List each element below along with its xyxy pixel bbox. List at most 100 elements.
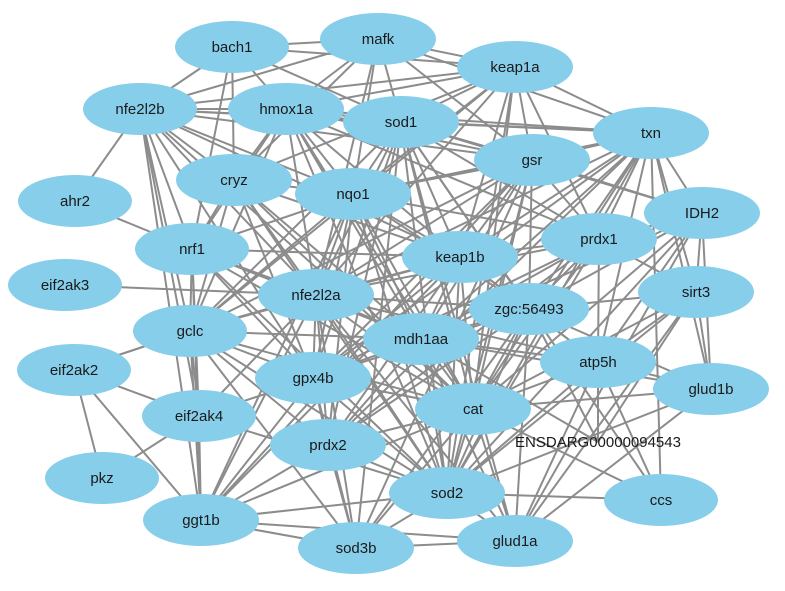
edge-nfe2l2a-sod2	[315, 294, 448, 494]
node-ellipse-prdx2	[270, 419, 386, 471]
node-ellipse-glud1a	[457, 515, 573, 567]
node-ellipse-ahr2	[18, 175, 132, 227]
edge-nfe2l2b-gsr	[139, 108, 533, 161]
edge-glud1b-sod2	[446, 388, 712, 494]
node-ccs: ccs	[604, 474, 718, 526]
node-label-gsr: gsr	[522, 152, 543, 169]
node-ellipse-atp5h	[540, 336, 656, 388]
node-label-zgc56493: zgc:56493	[494, 301, 563, 318]
edge-nqo1-ggt1b	[200, 193, 354, 521]
edge-gsr-nfe2l2a	[315, 159, 533, 296]
edge-gclc-sod2	[189, 330, 448, 494]
node-ellipse-nrf1	[135, 223, 249, 275]
node-eif2ak3: eif2ak3	[8, 259, 122, 311]
edge-glud1b-glud1a	[514, 388, 712, 542]
node-label-ahr2: ahr2	[60, 193, 90, 210]
node-label-prdx1: prdx1	[580, 231, 618, 248]
node-prdx1: prdx1	[541, 213, 657, 265]
node-label-cat: cat	[463, 401, 484, 418]
node-nqo1: nqo1	[295, 168, 411, 220]
node-ellipse-bach1	[175, 21, 289, 73]
node-pkz: pkz	[45, 452, 159, 504]
node-label-eif2ak2: eif2ak2	[50, 362, 98, 379]
node-mafk: mafk	[320, 13, 436, 65]
node-gclc: gclc	[133, 305, 247, 357]
node-label-nfe2l2b: nfe2l2b	[115, 101, 164, 118]
edge-nrf1-cat	[191, 248, 474, 410]
node-ellipse-pkz	[45, 452, 159, 504]
node-ENSDARG: ENSDARG00000094543	[515, 434, 681, 451]
node-atp5h: atp5h	[540, 336, 656, 388]
node-ellipse-cat	[415, 383, 531, 435]
node-ellipse-mafk	[320, 13, 436, 65]
node-ellipse-prdx1	[541, 213, 657, 265]
node-label-sirt3: sirt3	[682, 284, 710, 301]
edge-keap1a-nfe2l2b	[139, 66, 516, 110]
node-label-sod1: sod1	[385, 114, 418, 131]
node-prdx2: prdx2	[270, 419, 386, 471]
node-ggt1b: ggt1b	[143, 494, 259, 546]
node-label-txn: txn	[641, 125, 661, 142]
node-label-hmox1a: hmox1a	[259, 101, 313, 118]
edge-eif2ak2-ggt1b	[73, 369, 202, 521]
node-glud1a: glud1a	[457, 515, 573, 567]
node-bach1: bach1	[175, 21, 289, 73]
edge-txn-ccs	[650, 132, 662, 501]
node-glud1b: glud1b	[653, 363, 769, 415]
node-eif2ak2: eif2ak2	[17, 344, 131, 396]
node-ellipse-zgc56493	[469, 283, 589, 335]
node-label-gclc: gclc	[177, 323, 204, 340]
edge-zgc56493-prdx2	[327, 308, 530, 446]
edge-nfe2l2b-gclc	[139, 108, 191, 332]
node-ellipse-ccs	[604, 474, 718, 526]
node-ellipse-IDH2	[644, 187, 760, 239]
node-ellipse-gsr	[474, 134, 590, 186]
node-ellipse-nqo1	[295, 168, 411, 220]
node-label-keap1a: keap1a	[490, 59, 540, 76]
edge-nfe2l2a-ggt1b	[200, 294, 317, 521]
node-label-nfe2l2a: nfe2l2a	[291, 287, 341, 304]
node-hmox1a: hmox1a	[228, 83, 344, 135]
node-keap1a: keap1a	[457, 41, 573, 93]
node-ellipse-eif2ak3	[8, 259, 122, 311]
node-label-IDH2: IDH2	[685, 205, 719, 222]
node-ellipse-hmox1a	[228, 83, 344, 135]
node-eif2ak4: eif2ak4	[142, 390, 256, 442]
edge-atp5h-glud1a	[514, 361, 599, 542]
node-ellipse-keap1b	[402, 231, 518, 283]
edge-txn-glud1b	[650, 132, 712, 390]
node-sirt3: sirt3	[638, 266, 754, 318]
node-label-glud1b: glud1b	[688, 381, 733, 398]
node-ellipse-sirt3	[638, 266, 754, 318]
node-ellipse-txn	[593, 107, 709, 159]
node-nrf1: nrf1	[135, 223, 249, 275]
edge-keap1b-sod2	[446, 256, 461, 494]
node-label-eif2ak4: eif2ak4	[175, 408, 223, 425]
node-label-ccs: ccs	[650, 492, 673, 509]
node-IDH2: IDH2	[644, 187, 760, 239]
node-ellipse-keap1a	[457, 41, 573, 93]
node-nfe2l2b: nfe2l2b	[83, 83, 197, 135]
node-txn: txn	[593, 107, 709, 159]
node-label-mafk: mafk	[362, 31, 395, 48]
node-label-pkz: pkz	[90, 470, 113, 487]
node-label-mdh1aa: mdh1aa	[394, 331, 449, 348]
node-label-gpx4b: gpx4b	[293, 370, 334, 387]
edge-sirt3-glud1a	[514, 291, 697, 542]
node-ellipse-mdh1aa	[363, 313, 479, 365]
edge-mdh1aa-glud1a	[420, 338, 516, 542]
node-ellipse-gpx4b	[255, 352, 371, 404]
node-gsr: gsr	[474, 134, 590, 186]
node-label-keap1b: keap1b	[435, 249, 484, 266]
edge-sod1-gclc	[189, 121, 402, 332]
node-ellipse-ggt1b	[143, 494, 259, 546]
node-label-atp5h: atp5h	[579, 354, 617, 371]
node-label-sod3b: sod3b	[336, 540, 377, 557]
edge-prdx1-gpx4b	[312, 238, 600, 379]
node-nfe2l2a: nfe2l2a	[258, 269, 374, 321]
node-ellipse-sod3b	[298, 522, 414, 574]
node-ellipse-eif2ak2	[17, 344, 131, 396]
node-ellipse-eif2ak4	[142, 390, 256, 442]
